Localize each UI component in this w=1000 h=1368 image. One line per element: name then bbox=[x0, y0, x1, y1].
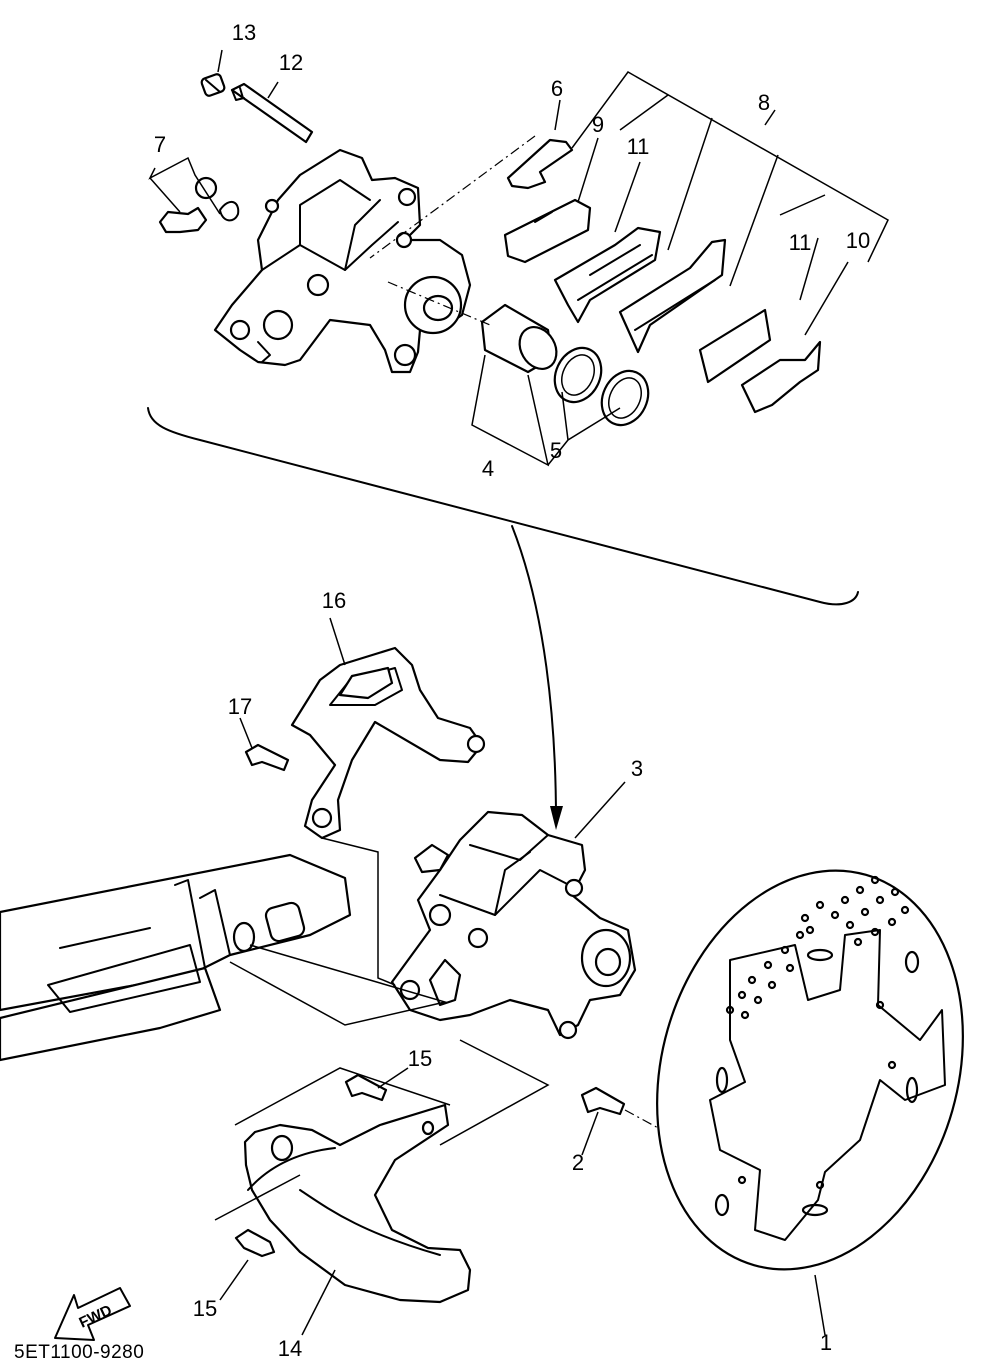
pad-pin bbox=[230, 82, 314, 144]
caliper-exploded-group bbox=[158, 73, 822, 427]
callout-15a: 15 bbox=[408, 1046, 432, 1071]
pad-insulator bbox=[740, 340, 822, 414]
leader-lines-top bbox=[148, 49, 889, 467]
piston-seal bbox=[553, 346, 603, 404]
caliper-assembly bbox=[390, 810, 637, 1037]
guard-bolt-lower bbox=[234, 1228, 276, 1258]
callout-9: 9 bbox=[592, 112, 604, 137]
disc-vent-holes bbox=[725, 875, 910, 1020]
callout-6: 6 bbox=[551, 76, 563, 101]
callout-11b: 11 bbox=[789, 230, 812, 255]
callout-5: 5 bbox=[550, 438, 562, 463]
callout-13: 13 bbox=[232, 20, 256, 45]
callout-16: 16 bbox=[322, 588, 346, 613]
callout-15b: 15 bbox=[193, 1296, 217, 1321]
dust-seal bbox=[600, 369, 650, 427]
assembly-arrow bbox=[511, 525, 557, 821]
bracket-bolt bbox=[244, 743, 290, 772]
caliper-body bbox=[213, 148, 472, 374]
callout-12: 12 bbox=[279, 50, 303, 75]
disc-guard bbox=[243, 1103, 472, 1304]
bleed-screw bbox=[158, 206, 208, 234]
callout-3: 3 bbox=[631, 756, 643, 781]
fwd-arrow-icon: FWD bbox=[54, 1287, 131, 1341]
swingarm bbox=[0, 853, 352, 1062]
pad-spring bbox=[506, 138, 574, 190]
group-bracket bbox=[147, 407, 859, 606]
callout-8: 8 bbox=[758, 90, 770, 115]
callout-7: 7 bbox=[154, 132, 166, 157]
brake-disc bbox=[656, 869, 964, 1271]
guard-bolt-upper bbox=[344, 1073, 388, 1102]
callout-14: 14 bbox=[278, 1336, 302, 1361]
callout-10: 10 bbox=[846, 228, 870, 253]
callout-11a: 11 bbox=[627, 134, 650, 159]
pad-shim-outer bbox=[698, 308, 772, 384]
callout-labels: 13 12 7 6 9 11 8 11 10 4 5 16 17 3 15 2 15 14 1 bbox=[154, 20, 870, 1361]
pad-shim bbox=[503, 198, 592, 264]
disc-bolt bbox=[580, 1086, 626, 1116]
callout-1: 1 bbox=[820, 1330, 832, 1355]
callout-4: 4 bbox=[482, 456, 494, 481]
leader-lines-bottom bbox=[219, 617, 826, 1336]
callout-2: 2 bbox=[572, 1150, 584, 1175]
callout-17: 17 bbox=[228, 694, 252, 719]
drawing-code: 5ET1100-9280 bbox=[14, 1342, 144, 1363]
